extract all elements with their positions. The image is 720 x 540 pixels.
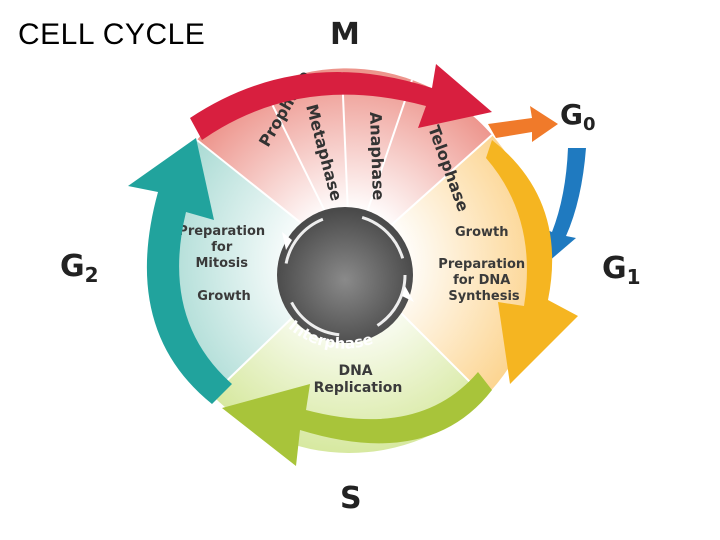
g1-text: Growth Preparation for DNA Synthesis (438, 225, 529, 304)
stage-label-g2: G2 (60, 249, 99, 287)
page-title: CELL CYCLE (18, 18, 206, 51)
stage-label-g0: G0 (560, 98, 596, 135)
stage-label-g1: G1 (602, 251, 641, 289)
g1-arrow (486, 140, 578, 384)
stage-label-s: S (340, 481, 362, 516)
m-arrow (190, 64, 492, 140)
g1-sector (350, 135, 541, 397)
phase-label-anaphase: Anaphase (366, 111, 388, 200)
hub-arrow-right (402, 286, 414, 302)
g2-text: Preparation for Mitosis Growth (178, 224, 269, 304)
m-sector (197, 68, 492, 263)
g2-arrow (128, 138, 232, 404)
g0-return-arrow (542, 148, 586, 262)
stage-label-m: M (330, 17, 360, 52)
interphase-hub (277, 207, 413, 343)
s-arrow (222, 372, 492, 466)
hub-arrow-left (282, 232, 292, 250)
s-text: DNA Replication (314, 363, 403, 396)
g0-arrow (488, 106, 558, 142)
